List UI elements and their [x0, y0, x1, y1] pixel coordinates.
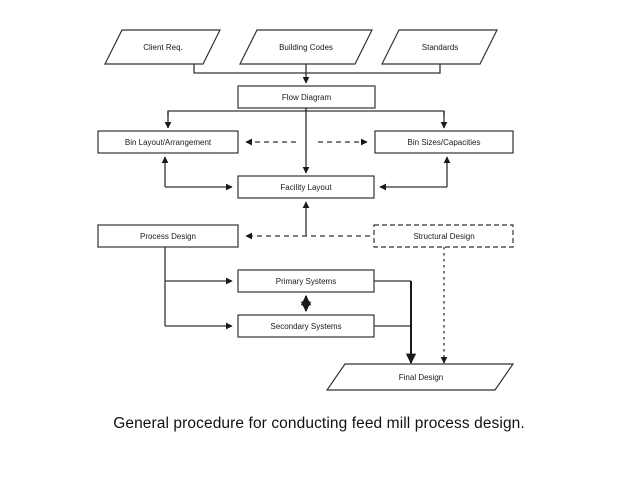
facility-layout-label: Facility Layout: [280, 183, 332, 192]
structural-design-shape: [373, 224, 514, 248]
node-facility-layout[interactable]: Facility Layout: [237, 175, 375, 199]
secondary-systems-shape: [237, 314, 375, 338]
node-client-req[interactable]: Client Req.: [104, 29, 221, 65]
node-final-design[interactable]: Final Design: [325, 363, 515, 391]
node-process-design[interactable]: Process Design: [97, 224, 239, 248]
standards-shape: [381, 29, 498, 65]
bin-sizes-shape: [374, 130, 514, 154]
process-design-label: Process Design: [140, 232, 196, 241]
building-codes-label: Building Codes: [279, 43, 333, 52]
node-standards[interactable]: Standards: [381, 29, 498, 65]
secondary-systems-label: Secondary Systems: [270, 322, 341, 331]
edge-inputs-bus: [193, 64, 441, 74]
facility-layout-shape: [237, 175, 375, 199]
primary-systems-shape: [237, 269, 375, 293]
node-layer: Client Req. Building Codes Standards Flo…: [97, 29, 515, 391]
flow-diagram-shape: [237, 85, 376, 109]
primary-systems-label: Primary Systems: [276, 277, 336, 286]
final-design-label: Final Design: [399, 373, 443, 382]
node-structural-design[interactable]: Structural Design: [373, 224, 514, 248]
bin-sizes-label: Bin Sizes/Capacities: [408, 138, 481, 147]
process-design-shape: [97, 224, 239, 248]
node-bin-sizes[interactable]: Bin Sizes/Capacities: [374, 130, 514, 154]
building-codes-shape: [239, 29, 373, 65]
standards-label: Standards: [422, 43, 458, 52]
client-req-shape: [104, 29, 221, 65]
edge-layer: [161, 64, 451, 365]
bin-layout-label: Bin Layout/Arrangement: [125, 138, 212, 147]
final-design-shape: [325, 363, 515, 391]
flow-diagram-label: Flow Diagram: [282, 93, 332, 102]
node-flow-diagram[interactable]: Flow Diagram: [237, 85, 376, 109]
node-building-codes[interactable]: Building Codes: [239, 29, 373, 65]
node-bin-layout[interactable]: Bin Layout/Arrangement: [97, 130, 239, 154]
figure-caption: General procedure for conducting feed mi…: [113, 415, 525, 432]
node-secondary-systems[interactable]: Secondary Systems: [237, 314, 375, 338]
bin-layout-shape: [97, 130, 239, 154]
node-primary-systems[interactable]: Primary Systems: [237, 269, 375, 293]
structural-design-label: Structural Design: [413, 232, 474, 241]
client-req-label: Client Req.: [143, 43, 183, 52]
